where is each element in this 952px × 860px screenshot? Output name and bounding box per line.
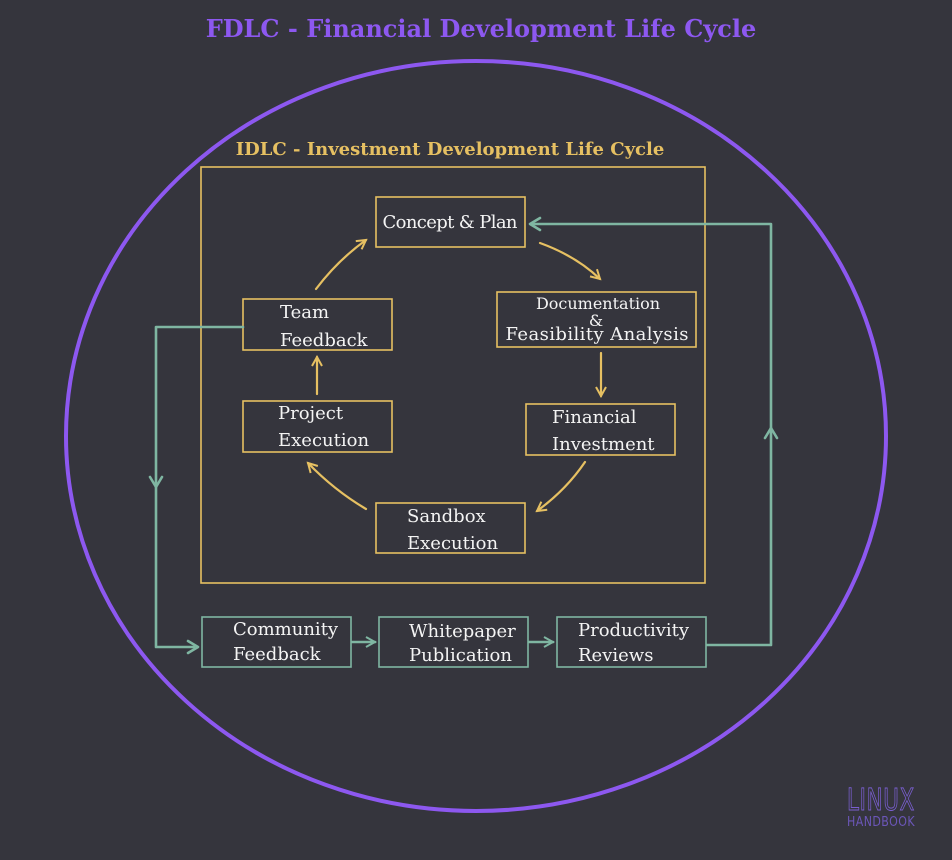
node-productivity-line1: Productivity: [578, 620, 690, 641]
node-productivity-reviews: Productivity Reviews: [556, 616, 707, 668]
arrow-concept-tip: [528, 216, 542, 232]
node-financial-investment: Financial Investment: [525, 403, 676, 456]
node-financial-line1: Financial: [552, 407, 637, 428]
node-whitepaper-publication: Whitepaper Publication: [378, 616, 529, 668]
fdlc-boundary-ellipse: [64, 59, 888, 813]
node-sandbox-execution: Sandbox Execution: [375, 502, 526, 554]
arrow-concept-to-documentation: [538, 241, 600, 279]
arrow-team-to-concept: [314, 240, 366, 291]
node-financial-line2: Investment: [552, 434, 655, 455]
node-project-execution: Project Execution: [242, 400, 393, 453]
arrow-down-marker-left: [148, 475, 164, 489]
node-sandbox-line2: Execution: [407, 533, 498, 554]
logo-linux-text: LINUX: [847, 783, 915, 818]
arrow-financial-to-sandbox: [537, 460, 587, 511]
node-community-feedback: Community Feedback: [201, 616, 352, 668]
arrow-team-to-community: [154, 325, 245, 649]
fdlc-title: FDLC - Financial Development Life Cycle: [206, 14, 757, 43]
node-community-line1: Community: [233, 619, 339, 640]
node-team-line1: Team: [280, 302, 329, 323]
linux-handbook-logo: LINUX HANDBOOK: [847, 783, 915, 831]
arrow-productivity-to-concept: [530, 222, 773, 647]
node-team-line2: Feedback: [280, 330, 369, 351]
node-team-feedback: Team Feedback: [242, 298, 393, 351]
node-whitepaper-line2: Publication: [409, 645, 512, 666]
node-whitepaper-line1: Whitepaper: [409, 621, 516, 642]
logo-handbook-text: HANDBOOK: [847, 815, 915, 830]
arrow-community-tip: [186, 639, 200, 655]
node-project-line2: Execution: [278, 430, 369, 451]
arrow-sandbox-to-project: [308, 463, 368, 511]
idlc-subtitle: IDLC - Investment Development Life Cycle: [236, 139, 665, 160]
node-concept-plan: Concept & Plan: [375, 196, 526, 248]
node-concept-plan-label: Concept & Plan: [383, 212, 518, 233]
node-project-line1: Project: [278, 403, 344, 424]
idlc-frame: [200, 166, 706, 584]
arrow-up-marker-right: [763, 426, 779, 440]
node-documentation: Documentation & Feasibility Analysis: [496, 291, 697, 348]
node-sandbox-line1: Sandbox: [407, 506, 486, 527]
node-documentation-line3: Feasibility Analysis: [506, 324, 689, 345]
node-documentation-line1: Documentation: [536, 294, 660, 313]
node-documentation-line2: &: [589, 311, 603, 330]
node-community-line2: Feedback: [233, 644, 322, 665]
node-productivity-line2: Reviews: [578, 645, 653, 666]
